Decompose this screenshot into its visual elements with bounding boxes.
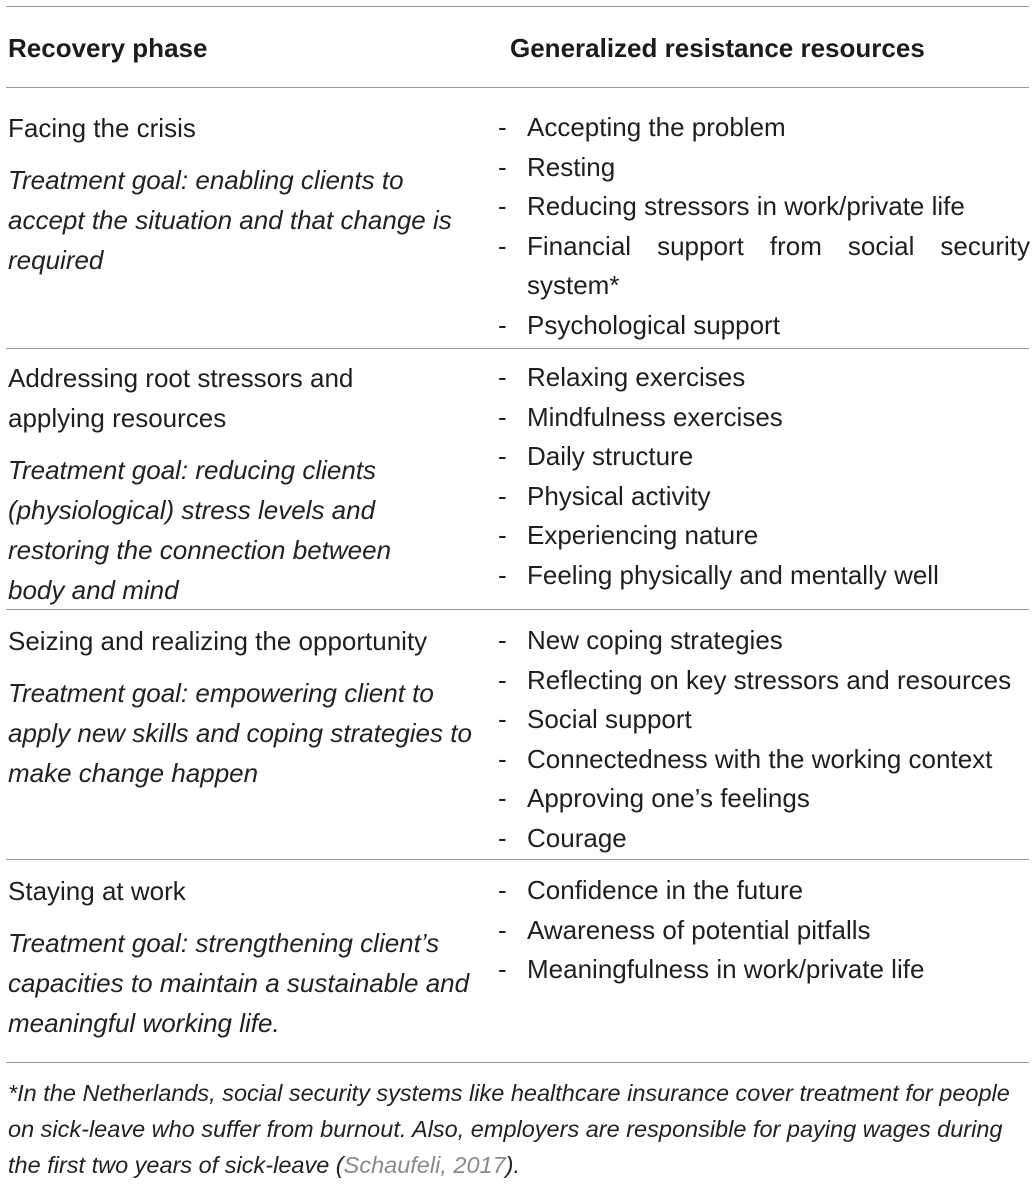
resource-item: -Reflecting on key stressors and resourc…	[498, 664, 1012, 695]
column-header-recovery-phase: Recovery phase	[8, 33, 208, 63]
resource-item: -Daily structure	[498, 441, 694, 471]
resource-list: -Accepting the problem -Resting -Reducin…	[498, 108, 1030, 345]
resource-item: -Mindfulness exercises	[498, 401, 783, 432]
resource-item: -Social support	[498, 704, 692, 734]
resource-list: -Confidence in the future -Awareness of …	[498, 871, 1030, 990]
resource-item: -Reducing stressors in work/private life	[498, 191, 965, 221]
recovery-phase-label: Addressing root stressors and applying r…	[8, 363, 354, 433]
table-footnote: *In the Netherlands, social security sys…	[8, 1075, 1018, 1183]
citation-link[interactable]: Schaufeli, 2017	[343, 1152, 506, 1178]
resource-item: -Accepting the problem	[498, 112, 786, 142]
resource-item: -Relaxing exercises	[498, 362, 746, 392]
row-divider	[6, 609, 1029, 610]
resource-list: -Relaxing exercises -Mindfulness exercis…	[498, 358, 1030, 595]
resource-item: -Confidence in the future	[498, 875, 804, 905]
header-bottom-rule	[6, 87, 1029, 88]
resource-list: -New coping strategies -Reflecting on ke…	[498, 621, 1030, 858]
recovery-phase-label: Seizing and realizing the opportunity	[8, 626, 428, 656]
table-top-rule	[6, 6, 1029, 7]
resource-item: -Physical activity	[498, 480, 711, 511]
resource-item: -Resting	[498, 151, 616, 182]
table-bottom-rule	[6, 1062, 1029, 1063]
footnote-end: ).	[505, 1152, 521, 1178]
resource-item: -Awareness of potential pitfalls	[498, 914, 871, 945]
row-divider	[6, 859, 1029, 860]
treatment-goal: Treatment goal: enabling clients to acce…	[8, 165, 452, 275]
row-divider	[6, 348, 1029, 349]
footnote-text: *In the Netherlands, social security sys…	[8, 1080, 1010, 1178]
resource-item: -Meaningfulness in work/private life	[498, 954, 925, 984]
resource-item: -New coping strategies	[498, 625, 783, 655]
resource-item: -Approving one’s feelings	[498, 783, 810, 813]
treatment-goal: Treatment goal: strengthening client’s c…	[8, 928, 470, 1038]
resource-item: -Connectedness with the working context	[498, 743, 993, 774]
treatment-goal: Treatment goal: reducing clients (physio…	[8, 455, 392, 605]
resource-item: -Courage	[498, 822, 627, 853]
resource-item: -Financial support from social security …	[498, 230, 1030, 301]
recovery-phase-label: Facing the crisis	[8, 113, 196, 143]
resource-item: -Feeling physically and mentally well	[498, 559, 939, 590]
recovery-phase-label: Staying at work	[8, 876, 186, 906]
treatment-goal: Treatment goal: empowering client to app…	[8, 678, 472, 788]
resource-item: -Experiencing nature	[498, 520, 759, 550]
column-header-resources: Generalized resistance resources	[510, 33, 925, 63]
resource-item: -Psychological support	[498, 309, 780, 340]
